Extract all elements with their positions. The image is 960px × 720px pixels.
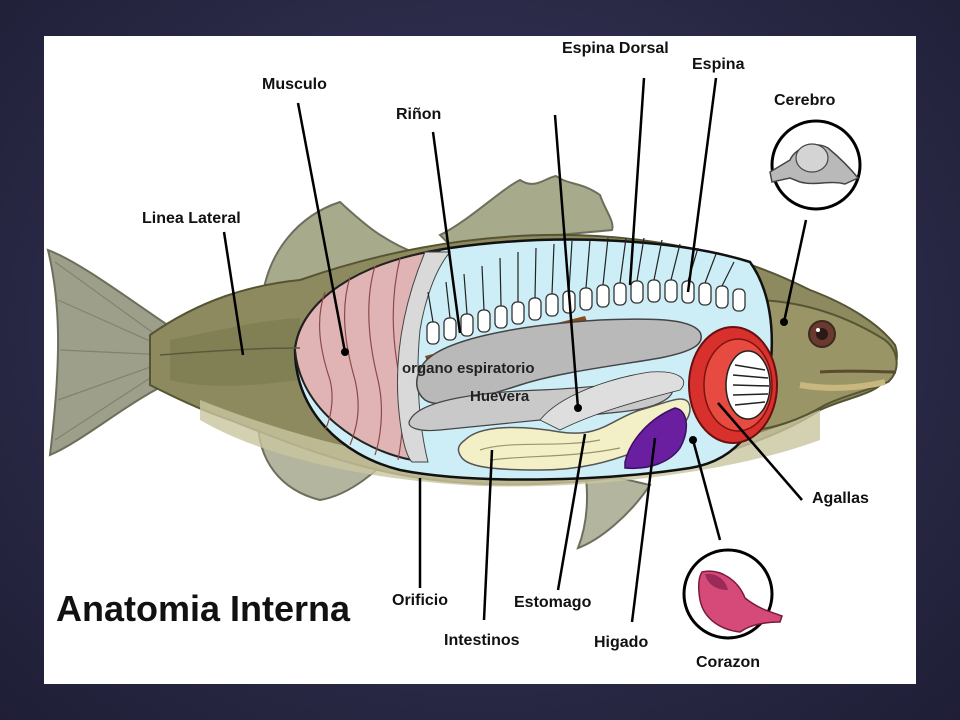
label-espina-dorsal: Espina Dorsal: [562, 40, 669, 57]
label-higado: Higado: [594, 634, 649, 651]
label-intestinos: Intestinos: [444, 632, 520, 649]
label-huevera: Huevera: [470, 388, 530, 405]
label-cerebro: Cerebro: [774, 92, 836, 109]
label-organo-respiratorio: organo espiratorio: [402, 360, 535, 377]
label-espina: Espina: [692, 56, 745, 73]
dorsal-fin-spiny: [438, 174, 614, 247]
label-agallas: Agallas: [812, 490, 869, 507]
label-orificio: Orificio: [392, 592, 449, 609]
label-musculo: Musculo: [262, 76, 327, 93]
stomach-fan: [539, 371, 685, 431]
lateral-line: [159, 347, 301, 356]
heart-inset: [682, 548, 783, 640]
fish-head: [749, 298, 898, 432]
diagram-title: Anatomia Interna: [56, 588, 351, 629]
label-estomago: Estomago: [514, 594, 592, 611]
leader-lines: [222, 77, 808, 623]
neural-spines: [427, 237, 735, 323]
brain-inset: [769, 119, 862, 211]
label-rinon: Riñon: [396, 106, 442, 123]
label-corazon: Corazon: [696, 654, 760, 671]
label-linea-lateral: Linea Lateral: [142, 210, 241, 227]
gills: [688, 326, 778, 444]
pelvic-fin: [576, 468, 652, 550]
swim-bladder: [415, 318, 702, 405]
